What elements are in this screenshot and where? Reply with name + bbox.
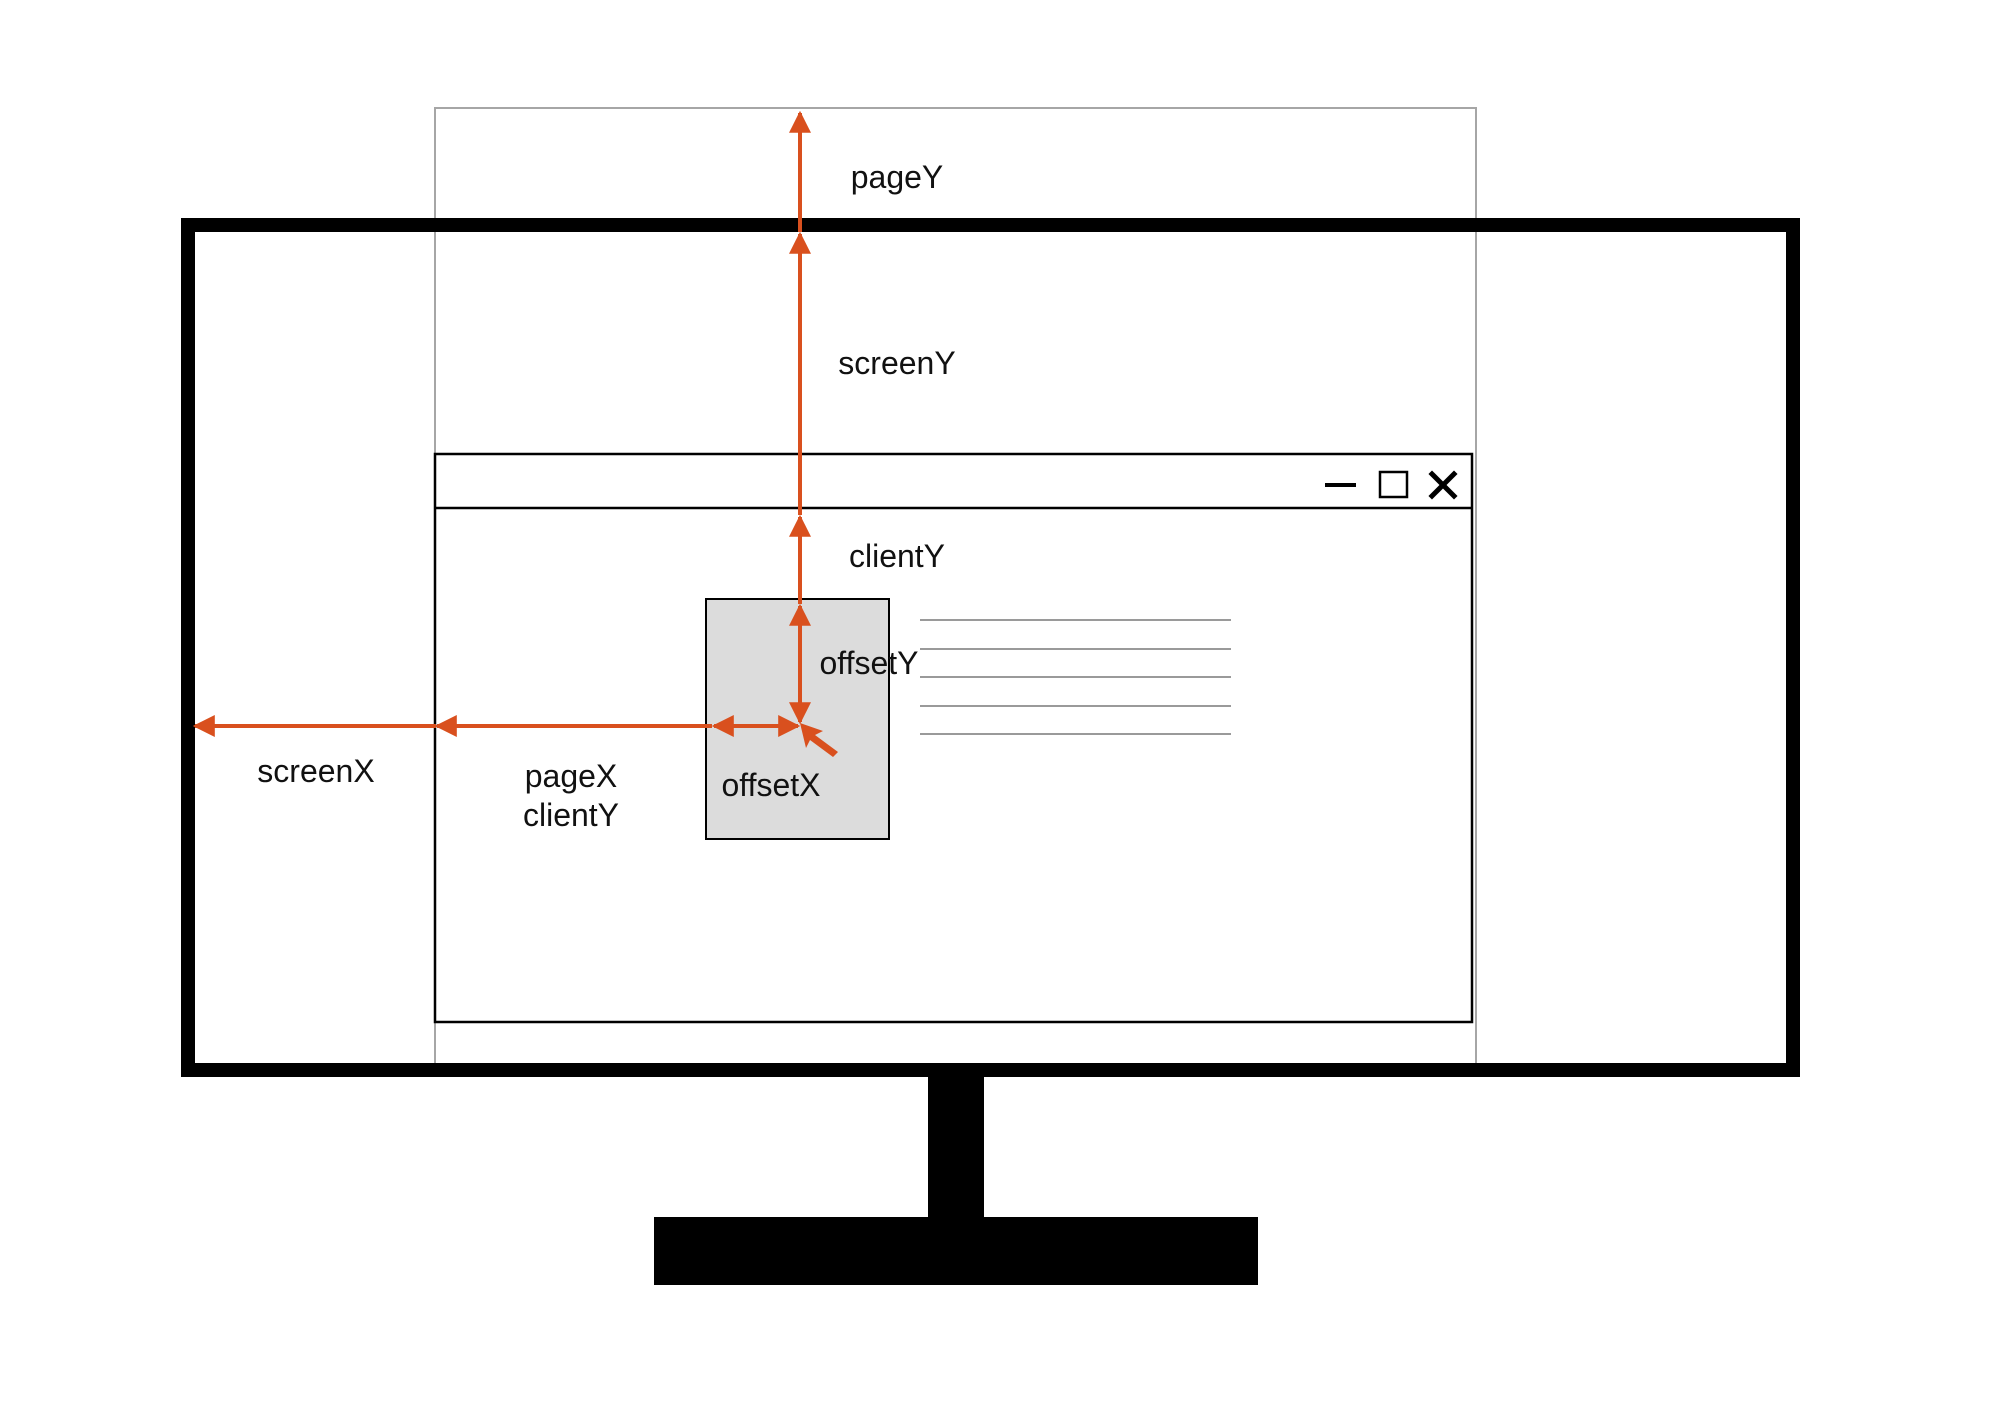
text-content-lines [920, 619, 1231, 735]
target-element [705, 598, 890, 840]
monitor-stand-neck [928, 1077, 984, 1217]
label-offsetY: offsetY [819, 645, 918, 681]
monitor-stand-base [654, 1217, 1258, 1285]
close-icon[interactable] [1428, 470, 1458, 500]
mouse-pointer-icon [800, 723, 838, 757]
window-frame [433, 452, 1474, 1024]
label-pageX: pageX [525, 758, 618, 794]
label-offsetX: offsetX [721, 767, 820, 803]
label-screenY: screenY [838, 345, 955, 381]
monitor-screen-frame [181, 218, 1800, 1077]
browser-window [433, 452, 1474, 1024]
maximize-icon[interactable] [1378, 470, 1409, 499]
label-pageY: pageY [851, 159, 944, 195]
label-clientY-top: clientY [849, 538, 945, 574]
label-clientY-bottom: clientY [523, 797, 619, 833]
label-screenX: screenX [257, 753, 374, 789]
